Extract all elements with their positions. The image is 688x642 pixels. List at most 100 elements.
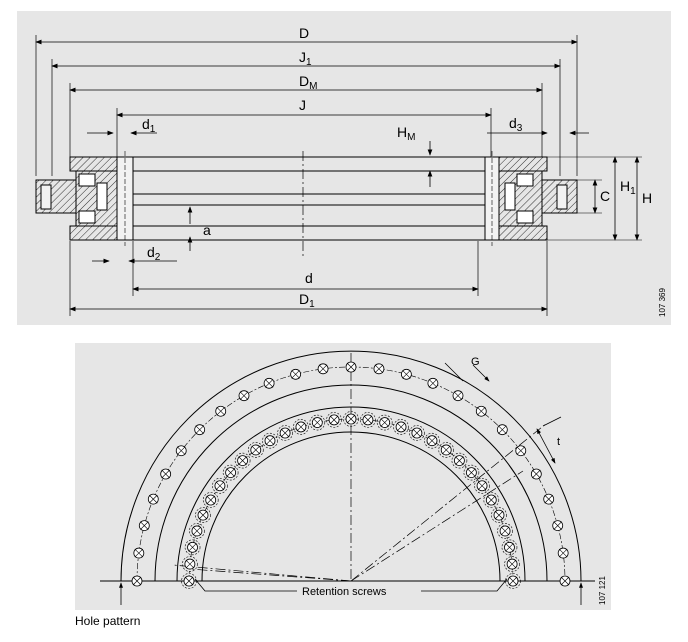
hole-cross-line (184, 576, 194, 586)
extension-lines (35, 35, 578, 316)
hole-cross-line (188, 543, 197, 552)
hole-cross-line (494, 510, 504, 520)
bearing-section-drawing: D J1 DM J d1 HM d3 C H1 H a d2 d D1 107 … (35, 25, 667, 317)
hole-pattern-panel: G t Retention screws 107 121 (75, 343, 611, 610)
hole-cross-line (402, 370, 411, 379)
hole-cross-line (346, 414, 356, 424)
hole-cross-line (442, 445, 451, 455)
hole-cross-line (185, 559, 195, 569)
label-H1: H1 (620, 178, 636, 197)
hole-cross-line (134, 548, 144, 558)
hole-cross-line (149, 494, 158, 504)
hole-cross-line (346, 362, 356, 372)
screw-head-outline (504, 556, 520, 572)
screw-head-outline (195, 507, 211, 523)
hole-cross-line (508, 576, 518, 586)
t-dimension (536, 416, 562, 464)
hole-cross-line (238, 456, 247, 465)
hole-cross-line (265, 436, 275, 445)
hole-cross-line (558, 548, 568, 558)
screw-head-outline (483, 492, 500, 508)
hole-cross-line (455, 456, 464, 465)
hole-cross-line (374, 364, 384, 374)
screw-head-outline (212, 477, 228, 494)
label-d: d (305, 270, 313, 286)
figure-caption: Hole pattern (75, 614, 141, 628)
hole-cross-line (215, 481, 225, 490)
hole-cross-line (280, 428, 290, 438)
label-a: a (203, 222, 211, 238)
hole-cross-line (251, 445, 260, 455)
screw-head-outline (326, 412, 342, 428)
hole-cross-line (532, 469, 541, 479)
hole-cross-line (363, 415, 373, 425)
bearing-section-panel: D J1 DM J d1 HM d3 C H1 H a d2 d D1 107 … (17, 11, 671, 325)
label-d2: d2 (147, 244, 161, 263)
hole-cross-line (477, 481, 487, 490)
screw-head-outline (501, 539, 518, 556)
hole-cross-line (264, 379, 274, 388)
hole-cross-line (544, 494, 553, 504)
dimension-labels: D J1 DM J d1 HM d3 C H1 H a d2 d D1 (142, 25, 652, 310)
hole-cross-line (467, 468, 476, 477)
label-D1: D1 (299, 291, 315, 310)
screw-head-outline (474, 477, 490, 494)
callout-bg (297, 584, 421, 598)
screw-head-outline (343, 411, 359, 427)
hole-cross-line (498, 425, 507, 434)
hole-cross-line (226, 468, 235, 477)
hole-cross-line (500, 526, 510, 536)
label-G: G (471, 356, 480, 368)
hole-cross-line (198, 510, 208, 520)
figure-ref-number: 107 369 (658, 288, 667, 317)
hole-cross-line (412, 428, 422, 438)
screw-head-outline (497, 523, 513, 539)
hole-cross-line (553, 521, 562, 530)
hole-cross-line (195, 425, 204, 434)
hole-cross-line (291, 370, 300, 379)
screw-head-outline (360, 412, 376, 428)
holes-group (131, 361, 571, 589)
retention-callout (194, 578, 508, 592)
dimension-lines (35, 39, 642, 312)
hole-cross-line (560, 576, 570, 586)
hole-cross-line (161, 469, 170, 479)
hole-cross-line (428, 379, 438, 388)
hole-cross-line (329, 415, 339, 425)
hole-cross-line (516, 446, 525, 455)
screw-head-outline (409, 425, 425, 441)
hole-cross-line (453, 391, 463, 400)
screw-head-outline (184, 539, 201, 556)
hole-cross-line (505, 543, 514, 552)
screw-head-outline (309, 414, 326, 431)
screw-head-outline (463, 464, 480, 481)
label-J1: J1 (299, 49, 312, 68)
label-C: C (600, 188, 610, 204)
label-d1: d1 (142, 116, 156, 135)
hole-cross-line (318, 364, 328, 374)
hole-cross-line (206, 495, 215, 505)
hole-cross-line (192, 526, 202, 536)
label-DM: DM (299, 73, 317, 92)
screw-head-outline (262, 432, 278, 449)
hole-cross-line (507, 559, 517, 569)
hole-cross-line (177, 446, 186, 455)
hole-cross-line (216, 407, 225, 416)
screw-head-outline (424, 432, 440, 449)
screw-head-outline (393, 419, 409, 435)
label-J: J (299, 97, 306, 113)
ring-outlines (100, 350, 595, 582)
screw-head-outline (451, 452, 468, 469)
screw-head-outline (293, 419, 309, 435)
figure-ref-number: 107 121 (598, 576, 607, 605)
screw-head-outline (277, 425, 293, 441)
screw-head-outline (491, 507, 507, 523)
hole-pattern-drawing: G t Retention screws 107 121 (100, 350, 607, 605)
screw-head-outline (247, 442, 264, 458)
hole-cross-line (313, 418, 322, 427)
screw-head-outline (505, 573, 521, 589)
hole-cross-line (427, 436, 437, 445)
retention-screws-label: Retention screws (302, 586, 387, 598)
hole-cross-line (396, 422, 406, 432)
hole-cross-line (487, 495, 496, 505)
